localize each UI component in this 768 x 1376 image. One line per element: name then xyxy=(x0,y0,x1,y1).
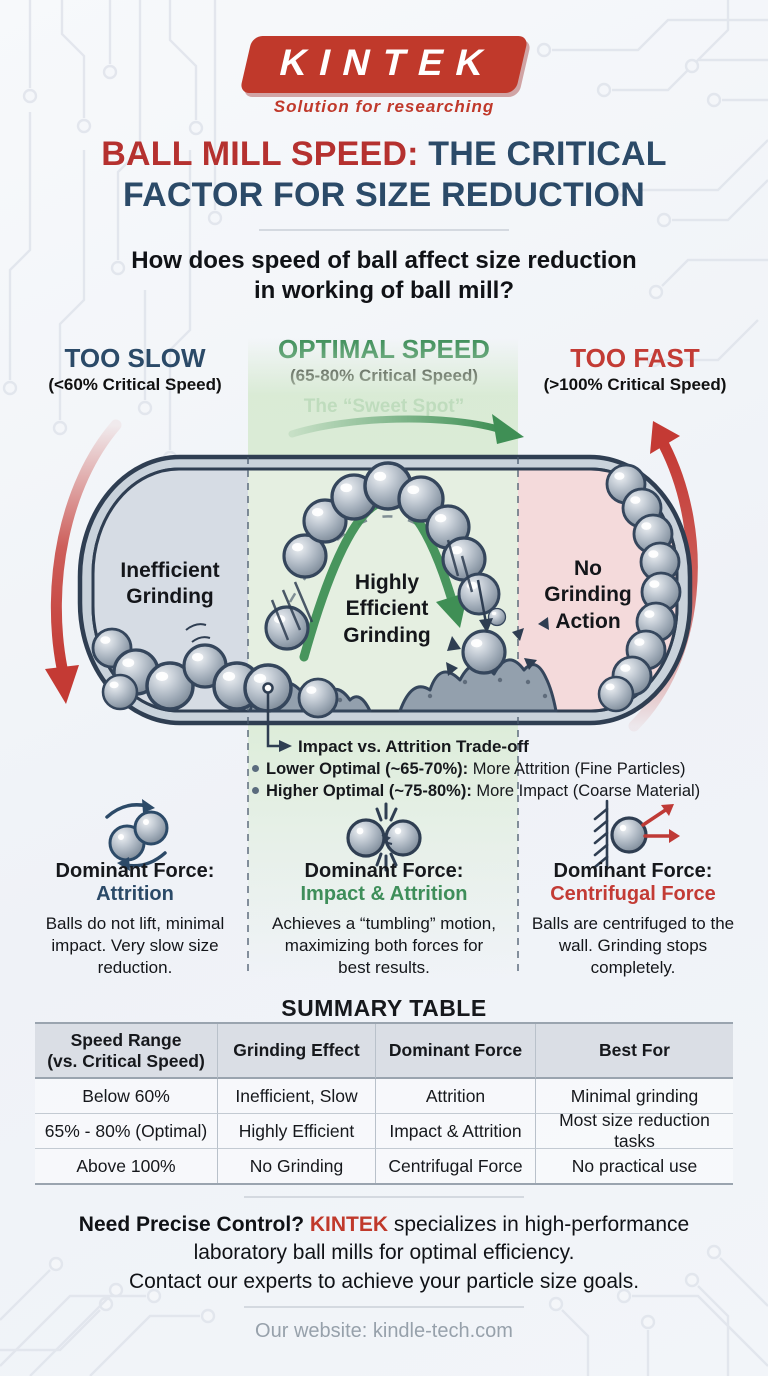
tradeoff-note: Impact vs. Attrition Trade-off xyxy=(298,737,529,756)
table-cell: Below 60% xyxy=(35,1079,217,1114)
rotation-arrow-left xyxy=(45,419,122,704)
ball-mill-diagram xyxy=(45,414,698,975)
question-text: How does speed of ball affect size reduc… xyxy=(131,247,637,304)
cta-text: Need Precise Control? KINTEK specializes… xyxy=(44,1211,724,1296)
zone-label-slow: Inefficient Grinding xyxy=(120,559,220,609)
table-cell: Most size reduction tasks xyxy=(535,1110,733,1151)
circuit-pattern-top-right xyxy=(536,0,768,368)
zone-header-fast: TOO FAST (>100% Critical Speed) xyxy=(525,343,745,395)
circuit-pattern-bottom-left xyxy=(0,1256,216,1376)
summary-table: Speed Range (vs. Critical Speed) Grindin… xyxy=(35,1022,733,1185)
cta-bold: Need Precise Control? xyxy=(78,1213,305,1236)
table-cell: No Grinding xyxy=(217,1149,375,1183)
note-bullet-lower-optimal: Lower Optimal (~65-70%): More Attrition … xyxy=(252,759,732,780)
impact-splash xyxy=(446,617,549,676)
brand-logo-text: KINTEK xyxy=(275,42,502,83)
table-cell: No practical use xyxy=(535,1149,733,1183)
table-cell: Highly Efficient xyxy=(217,1114,375,1149)
balls-slow-zone xyxy=(91,623,262,711)
bullet2-bold: Higher Optimal (~75-80%): xyxy=(266,782,472,800)
logo-box: KINTEK xyxy=(239,36,529,93)
footer-website: Our website: kindle-tech.com xyxy=(255,1320,513,1342)
force-column-fast: Dominant Force: Centrifugal Force xyxy=(523,860,743,906)
title-blue-part: THE CRITICAL FACTOR FOR SIZE REDUCTION xyxy=(123,135,667,214)
summary-table-title: SUMMARY TABLE xyxy=(281,995,487,1021)
force-desc-slow: Balls do not lift, minimal impact. Very … xyxy=(45,914,225,978)
table-cell: Centrifugal Force xyxy=(375,1149,535,1183)
divider-footer xyxy=(244,1306,524,1308)
force-column-slow: Dominant Force: Attrition xyxy=(25,860,245,906)
attrition-balls-icon xyxy=(105,799,169,871)
motion-dashes xyxy=(270,539,474,641)
table-header-speed-range: Speed Range (vs. Critical Speed) xyxy=(35,1024,217,1079)
zone-label-fast: No Grinding Action xyxy=(544,557,632,633)
force-desc-optimal: Achieves a “tumbling” motion, maximizing… xyxy=(272,914,496,978)
force-column-optimal: Dominant Force: Impact & Attrition xyxy=(259,860,509,906)
table-cell: Above 100% xyxy=(76,1155,176,1176)
table-cell: Attrition xyxy=(375,1079,535,1114)
table-header-dominant-force: Dominant Force xyxy=(375,1024,535,1079)
bullet1-rest: More Attrition (Fine Particles) xyxy=(468,760,686,778)
table-cell: 65% - 80% (Optimal) xyxy=(35,1114,217,1149)
zone-label-optimal: Highly Efficient Grinding xyxy=(343,571,431,647)
sweet-spot-arrow xyxy=(288,414,524,444)
cta-line-1: Need Precise Control? KINTEK specializes… xyxy=(44,1211,724,1268)
table-cell: Inefficient, Slow xyxy=(217,1079,375,1114)
bullet-dot-icon xyxy=(252,787,259,794)
note-bullet-higher-optimal: Higher Optimal (~75-80%): More Impact (C… xyxy=(252,781,732,802)
circuit-pattern-bottom-right xyxy=(548,1244,768,1376)
table-cell: Impact & Attrition xyxy=(375,1114,535,1149)
brand-logo: KINTEK xyxy=(0,36,768,93)
brand-slogan: Solution for researching xyxy=(273,97,495,116)
divider-top xyxy=(259,229,509,231)
force-name-optimal: Impact & Attrition xyxy=(300,883,468,905)
title-red-part: BALL MILL SPEED: xyxy=(101,135,419,173)
zone-range-slow: (<60% Critical Speed) xyxy=(48,375,222,395)
force-title-fast: Dominant Force: xyxy=(553,860,713,882)
zone-heading-slow: TOO SLOW xyxy=(64,343,206,373)
zone-header-slow: TOO SLOW (<60% Critical Speed) xyxy=(25,343,245,395)
force-name-slow: Attrition xyxy=(96,883,174,905)
table-cell: Minimal grinding xyxy=(535,1079,733,1114)
table-header-grinding-effect: Grinding Effect xyxy=(217,1024,375,1079)
force-desc-fast: Balls are centrifuged to the wall. Grind… xyxy=(531,914,735,978)
cta-brand: KINTEK xyxy=(304,1213,389,1236)
page-title: BALL MILL SPEED: THE CRITICAL FACTOR FOR… xyxy=(64,134,704,216)
impact-balls-icon xyxy=(346,802,422,872)
force-title-optimal: Dominant Force: xyxy=(304,860,464,882)
zone-heading-fast: TOO FAST xyxy=(570,343,700,373)
cta-line-2: Contact our experts to achieve your part… xyxy=(128,1269,640,1293)
bullet-dot-icon xyxy=(252,765,259,772)
bullet2-rest: More Impact (Coarse Material) xyxy=(471,782,701,800)
tradeoff-leader-line xyxy=(262,682,292,752)
divider-cta-top xyxy=(244,1196,524,1198)
zone-range-fast: (>100% Critical Speed) xyxy=(543,375,727,395)
cta-rest: specializes in high-performance laborato… xyxy=(193,1213,690,1265)
impact-drop-arrow xyxy=(476,579,493,633)
bullet1-bold: Lower Optimal (~65-70%): xyxy=(266,760,469,778)
centrifugal-ball-icon xyxy=(593,799,680,869)
force-title-slow: Dominant Force: xyxy=(55,860,215,882)
force-name-fast: Centrifugal Force xyxy=(550,883,716,905)
table-header-best-for: Best For xyxy=(535,1024,733,1079)
